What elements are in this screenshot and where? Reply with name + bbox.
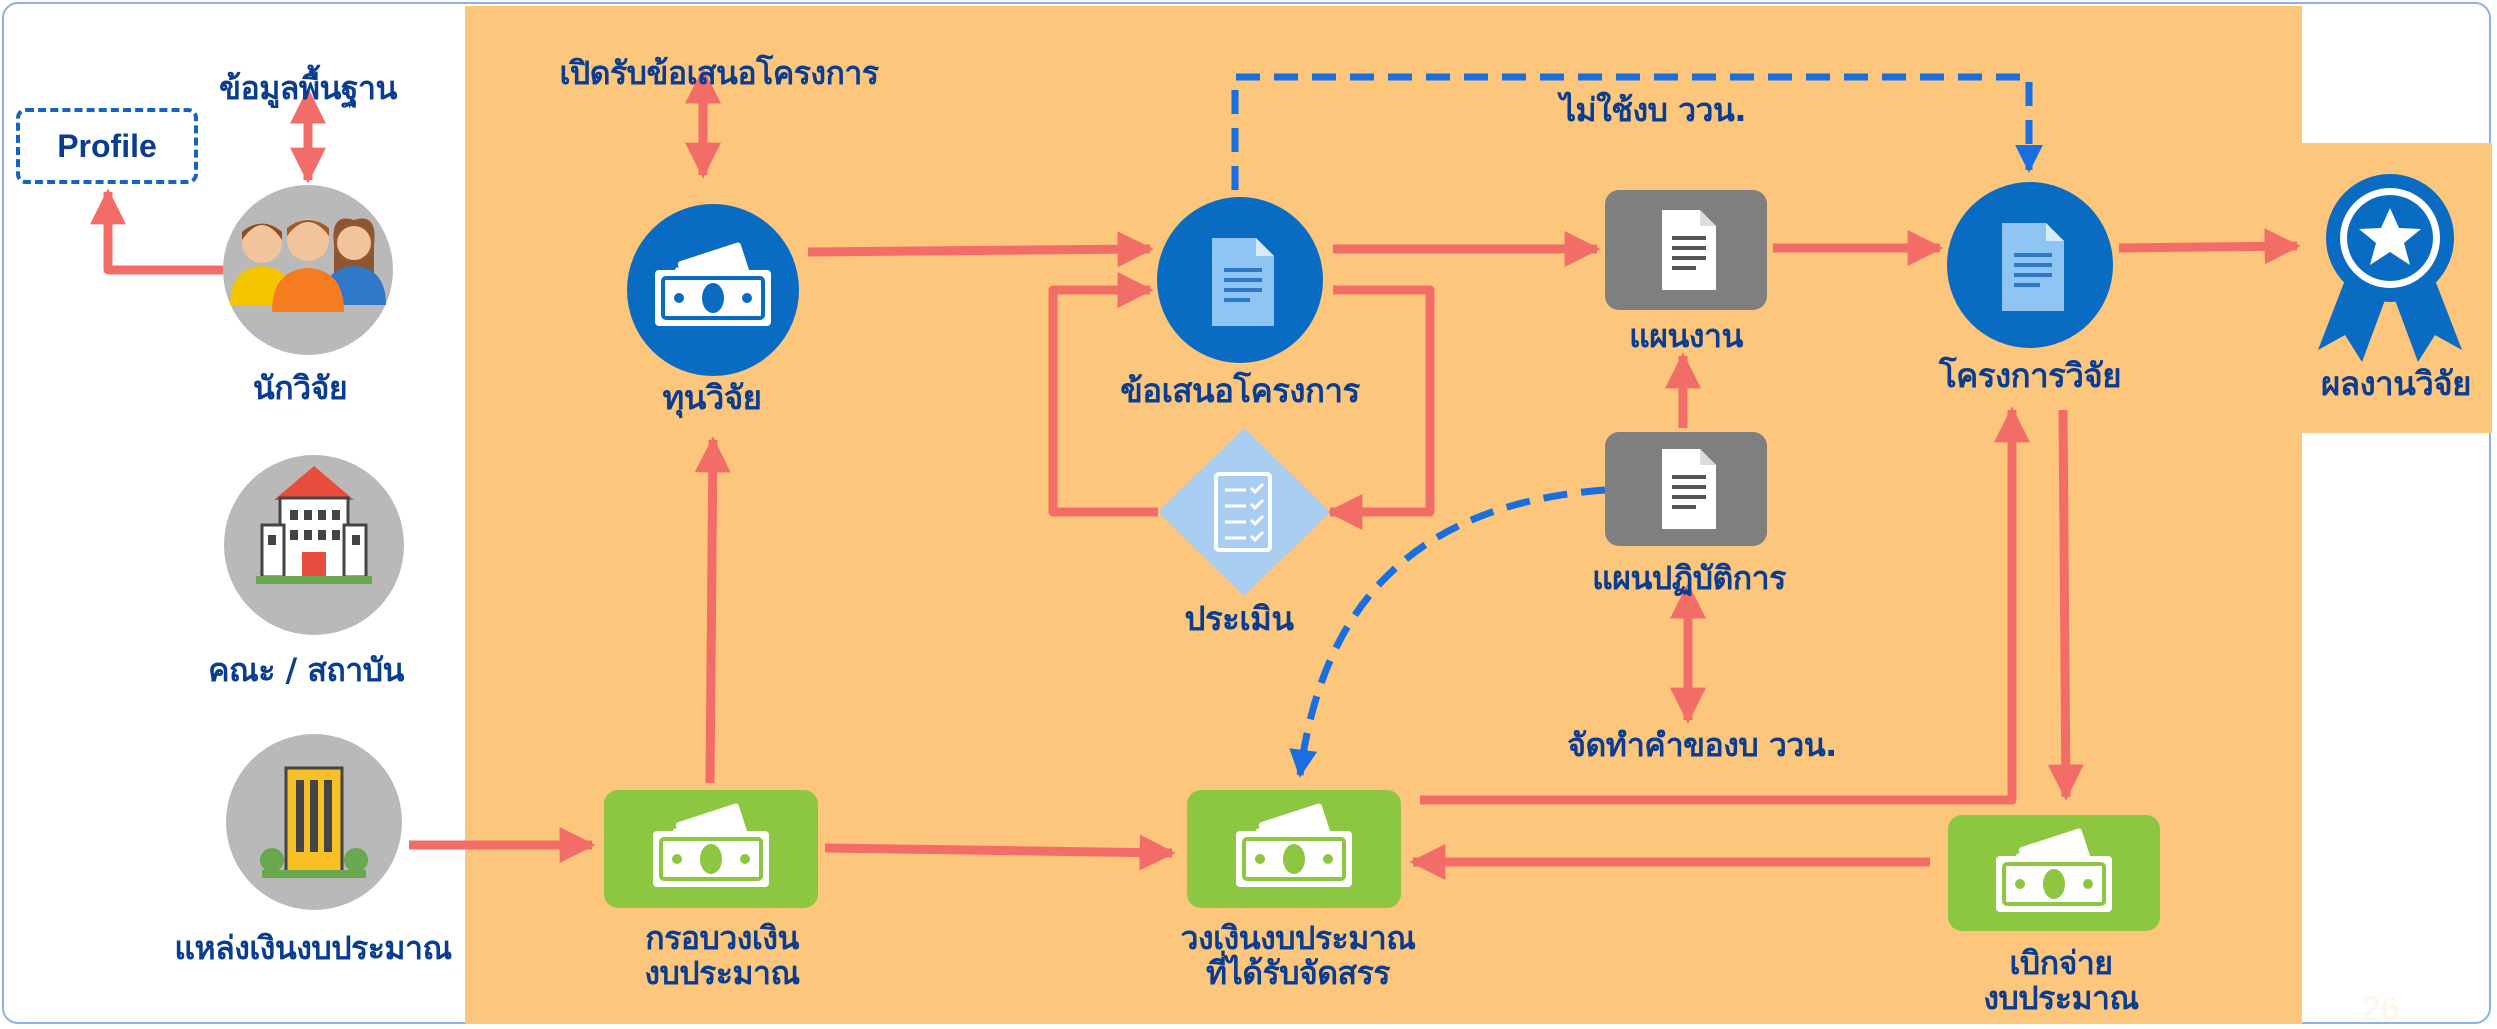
research-output-label: ผลงานวิจัย	[2321, 364, 2471, 403]
evaluation-label: ประเมิน	[1184, 599, 1295, 638]
research-fund-label: ทุนวิจัย	[662, 378, 762, 417]
document-icon	[1662, 449, 1716, 529]
office-building-icon	[260, 766, 368, 878]
allocated-budget-node	[1187, 790, 1401, 908]
not-using-budget-label: ไม่ใช้งบ ววน.	[1559, 91, 1747, 129]
allocated-budget-label-line1: วงเงินงบประมาณ	[1180, 919, 1416, 957]
proposal-label: ข้อเสนอโครงการ	[1120, 371, 1360, 410]
plan-node	[1605, 190, 1767, 310]
arrow-not-using-budget	[1231, 73, 2043, 190]
arrow-allocated-to-project	[1420, 406, 2030, 805]
research-fund-node	[627, 204, 799, 376]
budget-source-node	[226, 734, 402, 910]
basic-data-label: ข้อมูลพื้นฐาน	[219, 69, 397, 107]
people-group-icon	[230, 218, 386, 312]
arrow-project-to-disbursement	[2047, 409, 2084, 801]
arrow-researcher-to-profile	[90, 188, 228, 275]
budget-framework-label-line2: งบประมาณ	[644, 954, 800, 992]
faculty-label: คณะ / สถาบัน	[208, 651, 404, 689]
plan-label: แผนงาน	[1629, 317, 1743, 355]
school-building-icon	[256, 466, 372, 584]
disbursement-label-line2: งบประมาณ	[1983, 979, 2139, 1017]
arrow-actionplan-to-allocated	[1289, 486, 1606, 778]
checklist-icon	[1214, 472, 1272, 552]
call-for-proposals-label: เปิดรับข้อเสนอโครงการ	[559, 54, 879, 92]
evaluation-node	[1158, 428, 1330, 596]
budget-framework-label-line1: กรอบวงเงิน	[645, 919, 799, 957]
research-project-node	[1947, 182, 2113, 348]
allocated-budget-label-line2: ที่ได้รับจัดสรร	[1206, 954, 1390, 992]
award-ribbon-icon	[2318, 174, 2462, 362]
action-plan-label: แผนปฏิบัติการ	[1592, 559, 1786, 597]
arrow-proposal-to-evaluation	[1326, 285, 1435, 530]
disbursement-node	[1948, 815, 2160, 931]
action-plan-node	[1605, 432, 1767, 546]
budget-framework-node	[604, 790, 818, 908]
researcher-node	[223, 185, 393, 355]
disbursement-label-line1: เบิกจ่าย	[2009, 944, 2113, 982]
proposal-node	[1157, 197, 1323, 363]
document-icon	[1662, 210, 1716, 290]
budget-source-label: แหล่งเงินงบประมาณ	[174, 929, 452, 967]
document-icon	[1212, 238, 1274, 326]
researcher-label: นักวิจัย	[252, 369, 348, 407]
arrow-framework-to-fund	[694, 436, 731, 784]
faculty-node	[224, 455, 404, 635]
document-icon	[2002, 223, 2064, 311]
arrow-project-to-output	[2118, 228, 2301, 265]
arrow-evaluation-to-proposal	[1048, 272, 1158, 517]
arrow-framework-to-allocated	[824, 834, 1176, 871]
research-project-label: โครงการวิจัย	[1938, 356, 2122, 395]
research-output-node	[2318, 174, 2462, 362]
profile-box: Profile	[16, 108, 198, 184]
budget-request-label: จัดทำคำของบ ววน.	[1567, 726, 1837, 764]
arrow-fund-to-proposal	[807, 231, 1154, 268]
slide-page-number: 26	[2362, 990, 2400, 1028]
